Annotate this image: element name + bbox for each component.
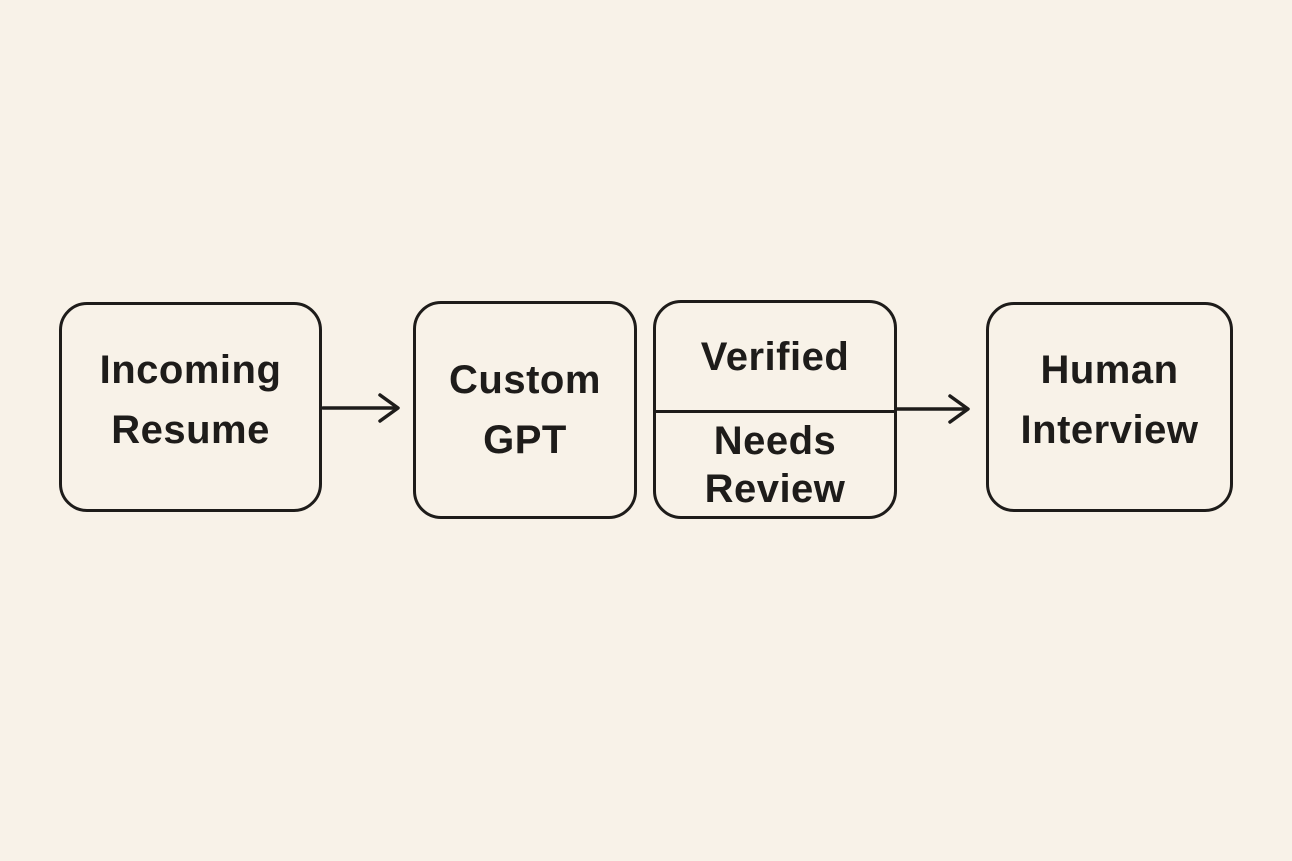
node-label: Interview (1020, 408, 1199, 452)
node-label: Verified (700, 334, 850, 379)
node-section-verified: Verified (656, 303, 894, 410)
node-verified-needs-review: Verified Needs Review (653, 300, 897, 519)
node-label: Custom (449, 358, 601, 402)
node-label: Incoming (99, 348, 282, 392)
node-human-interview: Human Interview (986, 302, 1233, 512)
arrow-review-to-interview (894, 394, 970, 424)
node-label: Needs (713, 418, 837, 463)
node-label: Human (1040, 348, 1179, 392)
node-custom-gpt: Custom GPT (413, 301, 637, 519)
node-section-needs-review: Needs Review (656, 410, 894, 516)
node-label: GPT (483, 418, 567, 462)
node-incoming-resume: Incoming Resume (59, 302, 322, 512)
arrow-resume-to-gpt (321, 393, 400, 423)
node-label: Review (704, 466, 846, 511)
node-label: Resume (111, 408, 270, 452)
